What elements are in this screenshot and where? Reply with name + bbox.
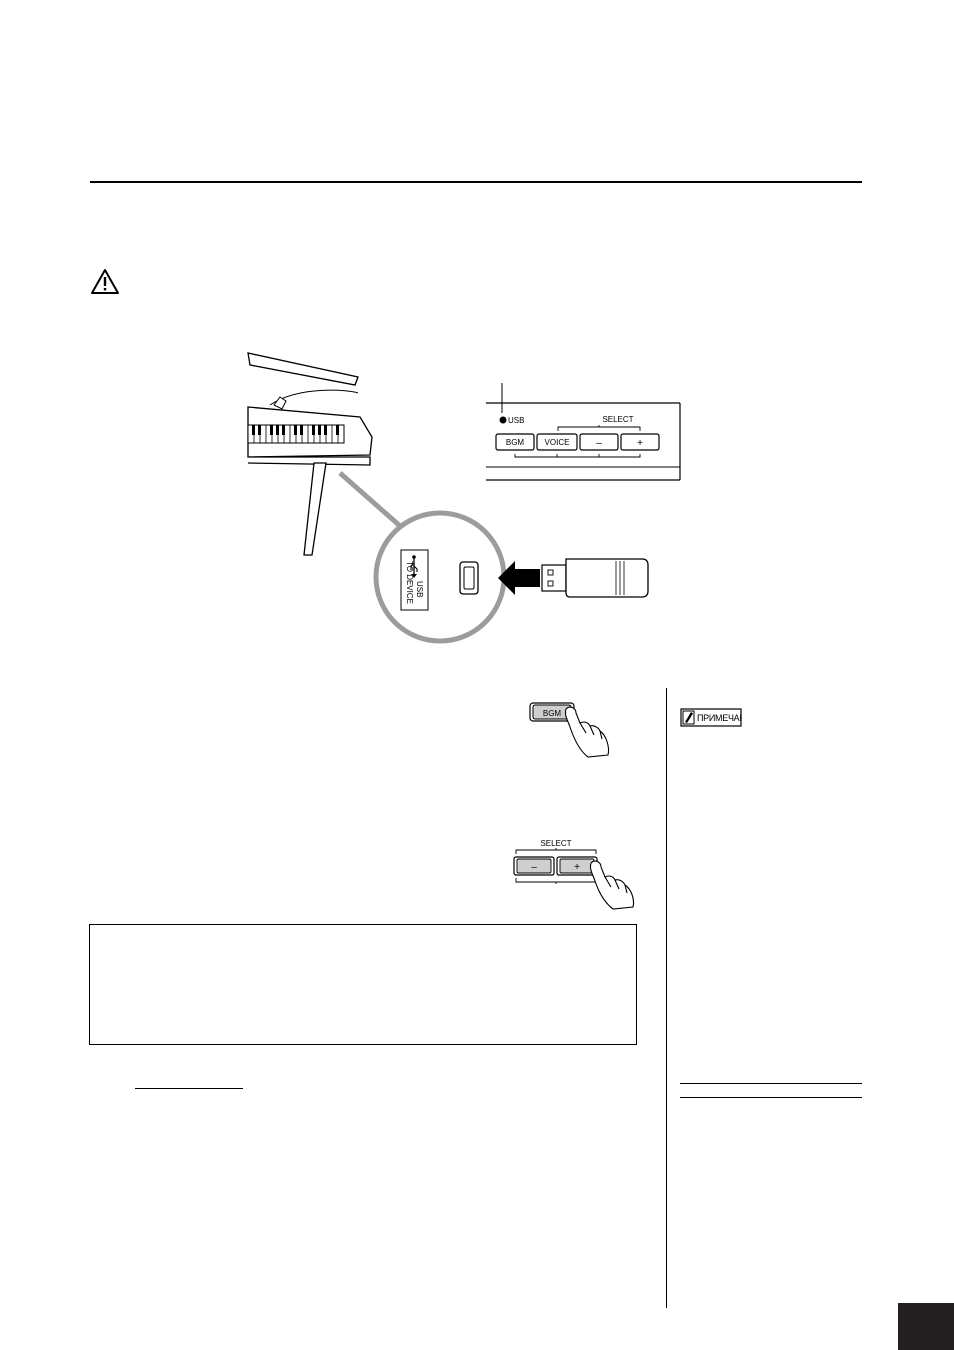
usb-indicator-label: USB: [508, 416, 524, 425]
usb-symbol-icon: [410, 555, 418, 578]
control-panel-detail: USB SELECT BGM VOICE – +: [486, 383, 681, 481]
usb-flash-drive: [541, 558, 649, 598]
note-label: ПРИМЕЧАНИЕ: [697, 713, 742, 723]
link-underline: [135, 1088, 243, 1089]
port-label-to-device: TO DEVICE: [405, 561, 414, 604]
hand-icon: [589, 860, 635, 910]
sidebar-rule-top: [680, 1083, 862, 1084]
info-box: [89, 924, 637, 1045]
select-press-illustration: SELECT – +: [513, 839, 635, 910]
usb-indicator-led: [499, 416, 507, 424]
select-figure-plus: +: [574, 862, 580, 873]
page-tab-marker: [898, 1303, 954, 1350]
port-zoom-circle: USB TO DEVICE: [373, 510, 507, 644]
select-figure-label: SELECT: [540, 839, 571, 848]
bgm-press-illustration: BGM: [529, 702, 610, 758]
usb-connection-illustration: USB TO DEVICE USB SELECT BGM VOICE – +: [247, 352, 681, 644]
insert-arrow-icon: [498, 561, 540, 595]
plus-button-label: +: [637, 438, 643, 449]
bgm-button-label: BGM: [506, 438, 525, 447]
port-label-usb: USB: [415, 581, 424, 597]
piano-illustration: [247, 352, 373, 556]
hand-icon: [564, 706, 610, 758]
voice-button-label: VOICE: [545, 438, 570, 447]
section-rule: [90, 181, 862, 183]
note-pencil-icon: [685, 712, 693, 723]
select-figure-minus: –: [531, 862, 537, 873]
minus-button-label: –: [596, 438, 602, 449]
sidebar-rule-bottom: [680, 1097, 862, 1098]
select-label: SELECT: [602, 415, 633, 424]
bgm-figure-button-label: BGM: [543, 709, 562, 718]
warning-icon: [91, 269, 119, 294]
note-badge: ПРИМЕЧАНИЕ: [680, 708, 742, 727]
sidebar-divider: [666, 688, 667, 1308]
